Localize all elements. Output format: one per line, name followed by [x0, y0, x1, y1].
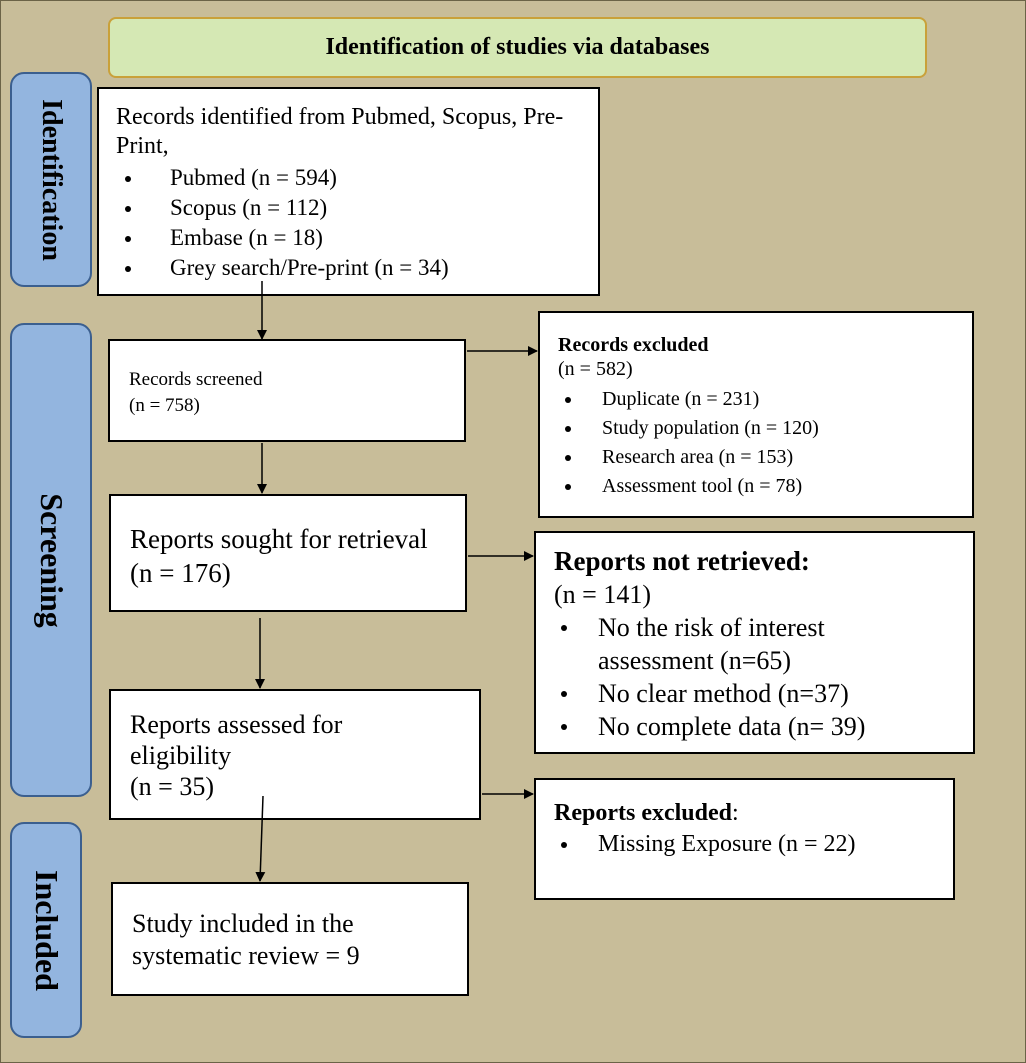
stage-included: Included	[10, 822, 82, 1038]
stage-identification: Identification	[10, 72, 92, 287]
list-item: Study population (n = 120)	[558, 414, 972, 443]
list-item: Duplicate (n = 231)	[558, 385, 972, 414]
list-item: No clear method (n=37)	[554, 677, 973, 710]
list-item-text: Missing Exposure (n = 22)	[598, 831, 856, 857]
list-item: Pubmed (n = 594)	[116, 163, 582, 193]
records-screened-box: Records screened (n = 758)	[108, 339, 466, 442]
records-identified-intro: Records identified from Pubmed, Scopus, …	[116, 104, 564, 159]
records-identified-list: Pubmed (n = 594) Scopus (n = 112) Embase…	[116, 163, 582, 283]
reports-excluded-title-suffix: :	[731, 800, 739, 826]
list-item-text: Grey search/Pre-print (n = 34)	[170, 255, 449, 280]
records-excluded-box: Records excluded (n = 582) Duplicate (n …	[538, 311, 974, 518]
records-excluded-count: (n = 582)	[558, 358, 633, 380]
list-item: Embase (n = 18)	[116, 223, 582, 253]
list-item: Assessment tool (n = 78)	[558, 472, 972, 501]
reports-sought-label: Reports sought for retrieval	[130, 524, 428, 554]
list-item: Scopus (n = 112)	[116, 193, 582, 223]
reports-excluded-box: Reports excluded: Missing Exposure (n = …	[534, 778, 955, 900]
arrow-assessed-to-included	[255, 795, 266, 882]
list-item-text: No clear method (n=37)	[598, 679, 849, 708]
header-title: Identification of studies via databases	[325, 34, 710, 60]
records-excluded-title: Records excluded	[558, 334, 709, 356]
list-item-text: Embase (n = 18)	[170, 225, 323, 250]
list-item-text: No the risk of interest assessment (n=65…	[598, 613, 825, 675]
records-excluded-list: Duplicate (n = 231) Study population (n …	[558, 385, 972, 501]
records-screened-label: Records screened	[129, 369, 263, 390]
reports-excluded-title: Reports excluded	[554, 800, 732, 826]
list-item-text: Assessment tool (n = 78)	[602, 475, 803, 497]
reports-not-retrieved-list: No the risk of interest assessment (n=65…	[554, 611, 973, 743]
list-item-text: Scopus (n = 112)	[170, 195, 328, 220]
reports-sought-count: (n = 176)	[130, 558, 231, 588]
list-item: Research area (n = 153)	[558, 443, 972, 472]
reports-excluded-list: Missing Exposure (n = 22)	[554, 829, 953, 860]
list-item: No complete data (n= 39)	[554, 710, 973, 743]
study-included-box: Study included in the systematic review …	[111, 882, 469, 996]
list-item-text: No complete data (n= 39)	[598, 712, 866, 741]
list-item: Grey search/Pre-print (n = 34)	[116, 253, 582, 283]
study-included-label: Study included in the systematic review …	[132, 909, 360, 970]
list-item-text: Study population (n = 120)	[602, 417, 819, 439]
records-screened-count: (n = 758)	[129, 395, 200, 416]
list-item-text: Duplicate (n = 231)	[602, 388, 760, 410]
list-item-text: Pubmed (n = 594)	[170, 165, 337, 190]
stage-screening: Screening	[10, 323, 92, 797]
list-item: No the risk of interest assessment (n=65…	[554, 611, 888, 677]
reports-not-retrieved-count: (n = 141)	[554, 580, 651, 609]
reports-assessed-label: Reports assessed for eligibility	[130, 710, 343, 770]
reports-not-retrieved-box: Reports not retrieved: (n = 141) No the …	[534, 531, 975, 754]
list-item-text: Research area (n = 153)	[602, 446, 794, 468]
reports-sought-box: Reports sought for retrieval (n = 176)	[109, 494, 467, 612]
records-identified-box: Records identified from Pubmed, Scopus, …	[97, 87, 600, 296]
header-banner: Identification of studies via databases	[108, 17, 927, 78]
reports-excluded-heading: Reports excluded:	[554, 798, 953, 829]
reports-assessed-box: Reports assessed for eligibility (n = 35…	[109, 689, 481, 820]
list-item: Missing Exposure (n = 22)	[554, 829, 953, 860]
reports-assessed-count: (n = 35)	[130, 772, 214, 801]
reports-not-retrieved-title: Reports not retrieved:	[554, 546, 810, 576]
